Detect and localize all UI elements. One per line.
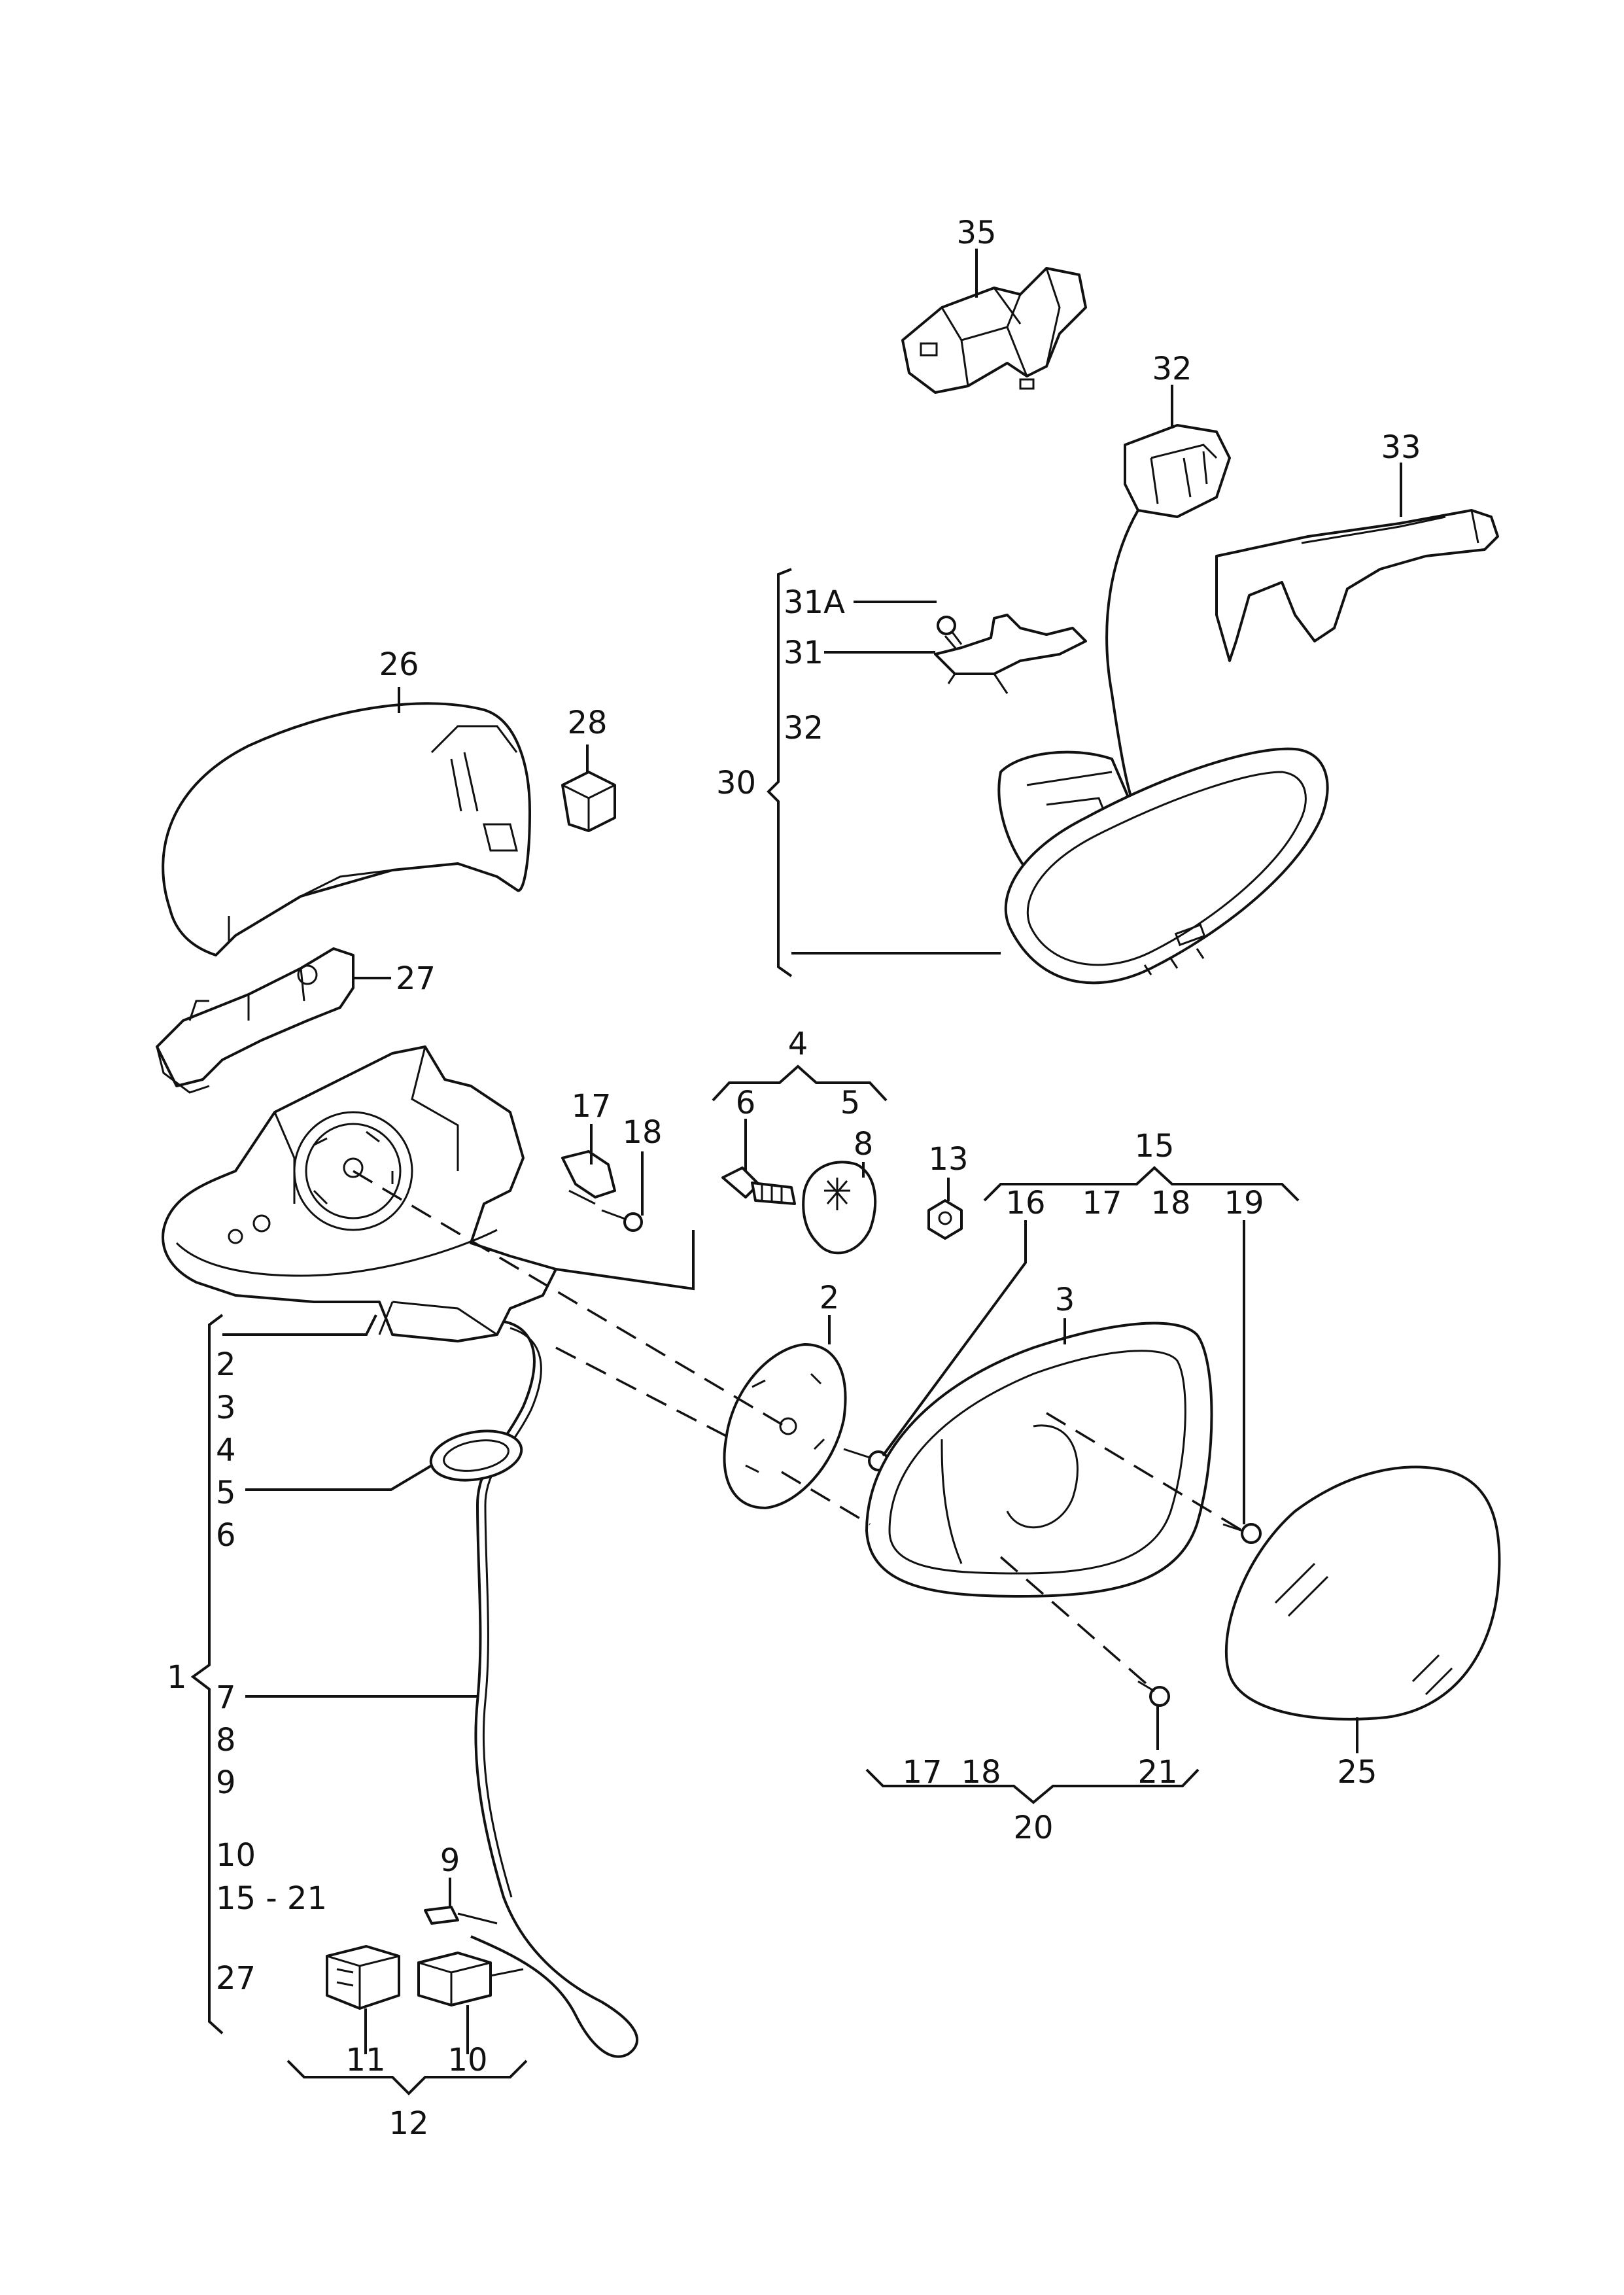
part-27-bracket — [156, 947, 354, 1094]
part-19-screw — [1222, 1523, 1262, 1544]
group-1-item: 15 - 21 — [216, 1880, 327, 1917]
part-13-nut — [927, 1199, 963, 1240]
label-33: 33 — [1381, 429, 1421, 466]
label-17-group20: 17 — [902, 1754, 942, 1791]
group-1-item: 4 — [216, 1432, 236, 1469]
part-1-base-housing — [162, 1045, 557, 1342]
label-3: 3 — [1055, 1282, 1075, 1318]
label-35: 35 — [956, 215, 996, 251]
label-27: 27 — [396, 960, 436, 997]
group-1-item: 6 — [216, 1517, 236, 1554]
label-19: 19 — [1224, 1185, 1264, 1221]
part-35-control-unit — [901, 267, 1087, 394]
label-18-group15: 18 — [1150, 1185, 1190, 1221]
label-31: 31 — [784, 635, 823, 671]
leader-lines — [190, 249, 1402, 2095]
part-5-grommet — [429, 1429, 523, 1482]
label-26: 26 — [379, 646, 419, 683]
label-18-upper: 18 — [622, 1114, 662, 1151]
part-25-mirror-glass — [1224, 1465, 1501, 1721]
group-1-list: 2 3 4 5 6 7 8 9 10 15 - 21 27 — [216, 1346, 327, 1997]
part-2-disc — [723, 1343, 847, 1509]
label-17-group15: 17 — [1082, 1185, 1122, 1221]
label-6: 6 — [736, 1085, 756, 1121]
label-25: 25 — [1337, 1754, 1377, 1791]
group-1-item: 27 — [216, 1960, 256, 1997]
label-10: 10 — [447, 2042, 487, 2078]
label-4: 4 — [788, 1026, 808, 1062]
group-1-item: 10 — [216, 1837, 256, 1874]
label-15: 15 — [1134, 1128, 1174, 1165]
part-28-cap — [561, 771, 616, 832]
group-1-item: 2 — [216, 1346, 236, 1383]
label-11: 11 — [345, 2042, 385, 2078]
label-28: 28 — [567, 705, 607, 741]
part-31a-screw — [937, 616, 963, 650]
label-2: 2 — [820, 1280, 840, 1316]
label-1: 1 — [167, 1659, 187, 1696]
label-16: 16 — [1005, 1185, 1045, 1221]
group-1-item: 5 — [216, 1475, 236, 1511]
label-9: 9 — [440, 1842, 460, 1879]
label-21: 21 — [1137, 1754, 1177, 1791]
part-30-mirror-glass-frame — [1004, 747, 1329, 985]
label-32: 32 — [1152, 351, 1192, 387]
part-6-bolt — [721, 1166, 796, 1205]
part-26-mirror-cap — [162, 702, 531, 956]
group-1-item: 8 — [216, 1722, 236, 1759]
part-32-connector-wire — [1105, 424, 1231, 799]
part-33-cover-cap — [1215, 509, 1499, 662]
part-18-screw — [601, 1209, 643, 1232]
part-31-clip — [934, 614, 1087, 694]
label-18-group20: 18 — [961, 1754, 1001, 1791]
alignment-lines — [353, 1170, 1243, 1689]
part-3-mirror-frame — [865, 1322, 1213, 1598]
label-5: 5 — [840, 1085, 861, 1121]
part-17-clip — [561, 1150, 616, 1205]
part-labels: 35 32 33 31A 31 32 30 26 28 27 4 6 5 17 … — [167, 215, 1421, 2142]
label-13: 13 — [928, 1141, 968, 1178]
part-11-connector — [326, 1945, 400, 2010]
part-9-terminal — [424, 1906, 498, 1925]
label-12: 12 — [389, 2105, 428, 2142]
group-1-item: 9 — [216, 1764, 236, 1801]
label-20: 20 — [1013, 1810, 1053, 1846]
part-8-actuator — [802, 1161, 877, 1255]
label-8: 8 — [854, 1126, 874, 1163]
label-17-upper: 17 — [571, 1088, 611, 1125]
label-32-list: 32 — [784, 710, 823, 746]
part-21-screw — [1137, 1680, 1170, 1707]
group-1-item: 7 — [216, 1679, 236, 1716]
label-30: 30 — [716, 765, 756, 801]
label-31a: 31A — [784, 584, 845, 621]
part-10-connector — [417, 1952, 524, 2006]
group-1-item: 3 — [216, 1390, 236, 1426]
